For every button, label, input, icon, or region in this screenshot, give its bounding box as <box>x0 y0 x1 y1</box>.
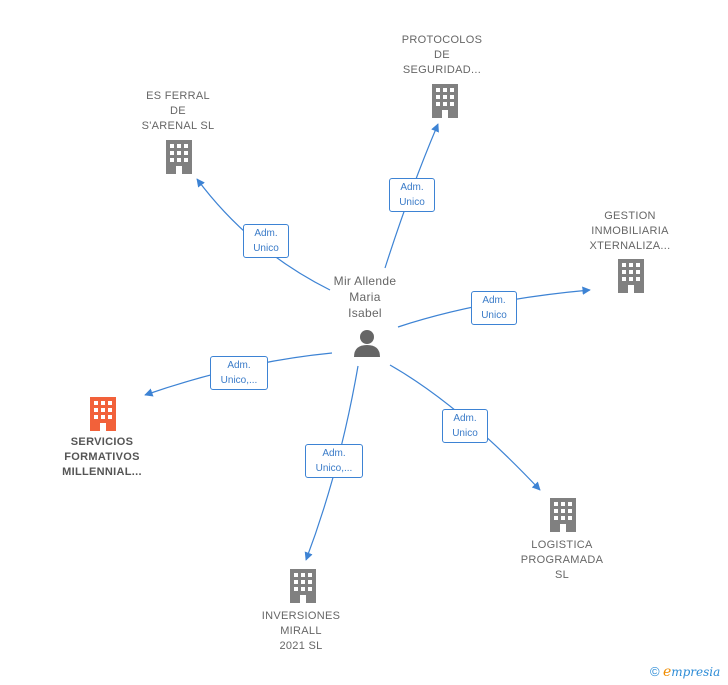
person-icon[interactable] <box>352 328 382 358</box>
empresia-logo: empresia <box>662 664 721 680</box>
role-tag-servicios[interactable]: Adm. Unico,... <box>210 356 268 390</box>
building-icon[interactable] <box>616 259 646 293</box>
footer-brand: © empresia <box>650 664 720 680</box>
company-name-gestion[interactable]: GESTION INMOBILIARIA XTERNALIZA... <box>589 210 671 252</box>
building-icon[interactable] <box>430 84 460 118</box>
company-name-servicios[interactable]: SERVICIOS FORMATIVOS MILLENNIAL... <box>62 436 142 478</box>
role-tag-inversiones[interactable]: Adm. Unico,... <box>305 444 363 478</box>
role-tag-logistica[interactable]: Adm. Unico <box>442 409 488 443</box>
building-icon[interactable] <box>548 498 578 532</box>
building-icon-highlighted[interactable] <box>88 397 118 431</box>
center-person-name[interactable]: Mir Allende Maria Isabel <box>333 274 397 320</box>
company-name-protocolos[interactable]: PROTOCOLOS DE SEGURIDAD... <box>401 34 483 76</box>
company-name-esferral[interactable]: ES FERRAL DE S'ARENAL SL <box>141 90 215 132</box>
building-icon[interactable] <box>164 140 194 174</box>
copyright-icon: © <box>650 664 660 679</box>
company-name-inversiones[interactable]: INVERSIONES MIRALL 2021 SL <box>261 610 341 652</box>
role-tag-gestion[interactable]: Adm. Unico <box>471 291 517 325</box>
role-tag-protocolos[interactable]: Adm. Unico <box>389 178 435 212</box>
company-name-logistica[interactable]: LOGISTICA PROGRAMADA SL <box>520 539 604 581</box>
building-icon[interactable] <box>288 569 318 603</box>
role-tag-esferral[interactable]: Adm. Unico <box>243 224 289 258</box>
